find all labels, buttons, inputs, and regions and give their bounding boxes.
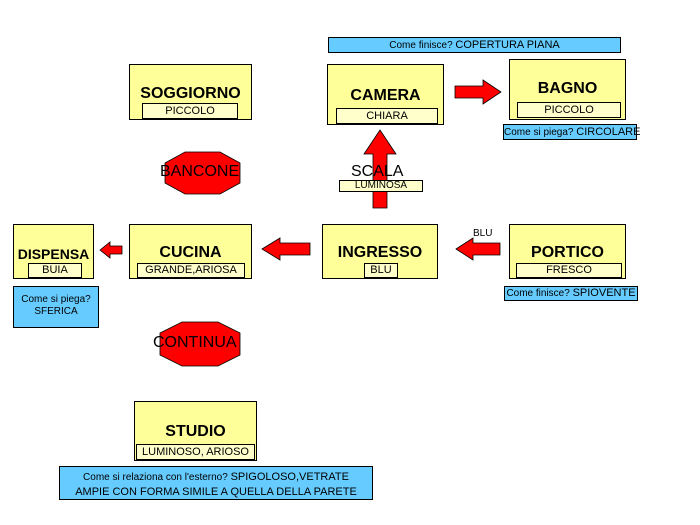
note-answer: CIRCOLARE [576, 126, 641, 138]
note-question: Come si piega? [504, 127, 574, 138]
note-line: SFERICA [34, 306, 78, 317]
label-scala: SCALA [351, 163, 404, 180]
room-subtitle: GRANDE,ARIOSA [137, 263, 245, 278]
room-subtitle: PICCOLO [517, 102, 621, 118]
room-title: DISPENSA [17, 246, 90, 262]
room-title: BAGNO [537, 80, 598, 97]
note-question: Come finisce? [389, 40, 453, 51]
room-subtitle: LUMINOSO, ARIOSO [136, 444, 255, 460]
room-camera: CAMERA CHIARA [327, 64, 444, 125]
room-subtitle: FRESCO [516, 263, 622, 278]
note-answer: SPIGOLOSO,VETRATE [230, 471, 349, 483]
note-answer: SPIOVENTE [572, 287, 636, 299]
room-subtitle: BLU [364, 263, 398, 278]
label-bancone: BANCONE [160, 163, 240, 180]
room-cucina: CUCINA GRANDE,ARIOSA [129, 224, 252, 279]
note-answer: COPERTURA PIANA [455, 39, 560, 51]
label-continua: CONTINUA [153, 334, 237, 351]
room-subtitle: PICCOLO [142, 103, 238, 119]
arrow-double-continua [159, 321, 241, 367]
room-title: STUDIO [165, 423, 226, 440]
label-blu: BLU [473, 228, 493, 239]
room-title: CAMERA [350, 87, 421, 104]
room-title: INGRESSO [337, 244, 423, 261]
arrow-right-camera-bagno [454, 79, 502, 105]
note-question: Come si relaziona con l'esterno? [83, 472, 228, 483]
note-camera-top: Come finisce? COPERTURA PIANA [328, 37, 621, 53]
note-dispensa: Come si piega? SFERICA [13, 286, 99, 328]
room-subtitle: BUIA [28, 263, 82, 278]
room-subtitle: CHIARA [336, 108, 438, 124]
arrow-left-portico-ingresso [455, 237, 501, 261]
arrow-left-ingresso-cucina [261, 237, 311, 261]
note-studio: Come si relaziona con l'esterno? SPIGOLO… [59, 466, 373, 500]
room-studio: STUDIO LUMINOSO, ARIOSO [134, 401, 257, 461]
room-title: SOGGIORNO [140, 85, 241, 102]
note-line: Come si piega? [21, 294, 91, 305]
note-bagno: Come si piega? CIRCOLARE [503, 124, 641, 140]
note-portico: Come finisce? SPIOVENTE [504, 286, 638, 301]
arrow-up-scala [363, 129, 397, 209]
room-title: PORTICO [531, 244, 604, 261]
room-portico: PORTICO FRESCO [509, 224, 626, 279]
room-soggiorno: SOGGIORNO PICCOLO [129, 64, 252, 120]
label-scala-sub: LUMINOSA [339, 180, 423, 192]
note-answer-line2: AMPIE CON FORMA SIMILE A QUELLA DELLA PA… [75, 486, 357, 498]
arrow-left-cucina-dispensa [99, 241, 123, 259]
room-title: CUCINA [159, 244, 222, 261]
note-question: Come finisce? [506, 288, 570, 299]
room-bagno: BAGNO PICCOLO [509, 59, 626, 120]
room-dispensa: DISPENSA BUIA [13, 224, 94, 279]
room-ingresso: INGRESSO BLU [322, 224, 438, 279]
arrow-double-bancone [164, 151, 241, 195]
